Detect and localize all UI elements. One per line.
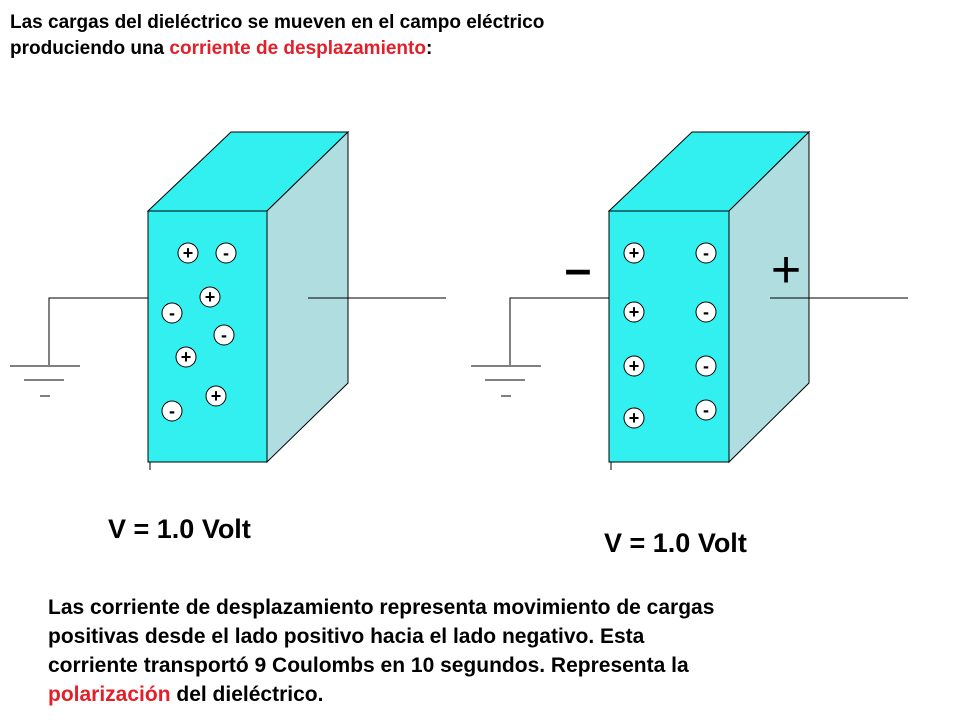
- svg-text:+: +: [629, 243, 640, 263]
- svg-text:+: +: [629, 356, 640, 376]
- charge-plus: +: [199, 286, 221, 308]
- slide-title: Las cargas del dieléctrico se mueven en …: [10, 10, 910, 62]
- charge-minus: -: [213, 324, 235, 346]
- charge-minus: -: [161, 302, 183, 324]
- charge-plus: +: [623, 301, 645, 323]
- left-front-face: [147, 210, 268, 463]
- svg-text:-: -: [703, 400, 709, 420]
- svg-text:+: +: [629, 408, 640, 428]
- svg-text:-: -: [703, 243, 709, 263]
- title-line2-prefix: produciendo una: [10, 38, 170, 59]
- charge-minus: -: [215, 242, 237, 264]
- svg-text:+: +: [181, 347, 192, 367]
- svg-text:+: +: [183, 243, 194, 263]
- charge-plus: +: [623, 242, 645, 264]
- svg-text:+: +: [211, 386, 222, 406]
- right-charges: + - + - + - +: [623, 242, 717, 429]
- negative-terminal-sign: –: [565, 243, 592, 296]
- footer-line1: Las corriente de desplazamiento represen…: [48, 596, 715, 619]
- svg-text:-: -: [169, 401, 175, 421]
- svg-text:-: -: [221, 325, 227, 345]
- charge-plus: +: [205, 385, 227, 407]
- charge-plus: +: [623, 355, 645, 377]
- left-ground-wire: [48, 297, 148, 365]
- svg-text:-: -: [223, 243, 229, 263]
- right-capacitor: – + + - + - +: [471, 130, 908, 470]
- svg-text:+: +: [205, 287, 216, 307]
- footer-line4-suffix: del dieléctrico.: [170, 683, 324, 706]
- svg-text:+: +: [629, 302, 640, 322]
- svg-text:-: -: [703, 356, 709, 376]
- footer-line3: corriente transportó 9 Coulombs en 10 se…: [48, 654, 689, 677]
- left-voltage-label: V = 1.0 Volt: [108, 514, 251, 544]
- footer-line2: positivas desde el lado positivo hacia e…: [48, 625, 645, 648]
- title-line2-suffix: :: [425, 38, 433, 59]
- title-line1: Las cargas del dieléctrico se mueven en …: [10, 12, 545, 33]
- svg-text:-: -: [169, 303, 175, 323]
- svg-text:-: -: [703, 302, 709, 322]
- charge-plus: +: [623, 407, 645, 429]
- title-highlight-term: corriente de desplazamiento: [169, 38, 426, 59]
- charge-minus: -: [695, 399, 717, 421]
- right-voltage-label: V = 1.0 Volt: [604, 528, 747, 558]
- left-charges: + - + - - + +: [161, 242, 237, 422]
- charge-plus: +: [177, 242, 199, 264]
- charge-minus: -: [695, 242, 717, 264]
- charge-minus: -: [695, 301, 717, 323]
- right-ground-wire: [509, 297, 609, 365]
- positive-terminal-sign: +: [771, 241, 801, 299]
- charge-minus: -: [161, 400, 183, 422]
- footer-highlight-term: polarización: [48, 683, 171, 706]
- charge-minus: -: [695, 355, 717, 377]
- left-capacitor: + - + - - + +: [10, 130, 446, 470]
- charge-plus: +: [175, 346, 197, 368]
- explanation-paragraph: Las corriente de desplazamiento represen…: [48, 593, 928, 709]
